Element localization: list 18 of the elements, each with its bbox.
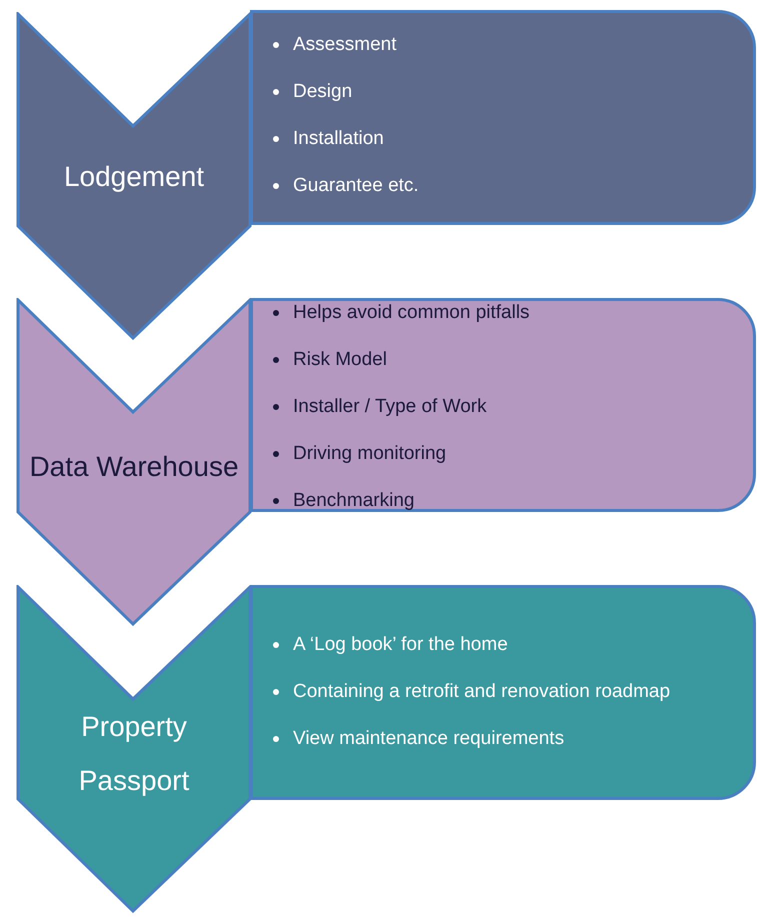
bullet-item: Helps avoid common pitfalls xyxy=(293,300,530,324)
bullet-item: View maintenance requirements xyxy=(293,726,564,750)
stage-label: Data Warehouse xyxy=(28,450,240,484)
bullet-item: A ‘Log book’ for the home xyxy=(293,632,508,656)
bullet-item: Assessment xyxy=(293,32,396,56)
stage-label: Lodgement xyxy=(62,160,206,194)
bullet-item: Design xyxy=(293,80,352,104)
bullet-panel xyxy=(250,585,756,800)
bullet-panel xyxy=(250,298,756,512)
bullet-panel xyxy=(250,10,756,225)
bullet-item: Benchmarking xyxy=(293,488,414,512)
bullet-item: Risk Model xyxy=(293,348,387,372)
stage-label: Property Passport xyxy=(78,710,190,798)
bullet-item: Driving monitoring xyxy=(293,442,446,466)
bullet-item: Installation xyxy=(293,126,384,150)
bullet-item: Installer / Type of Work xyxy=(293,394,487,418)
bullet-item: Containing a retrofit and renovation roadmap xyxy=(293,680,670,704)
bullet-item: Guarantee etc. xyxy=(293,174,419,198)
